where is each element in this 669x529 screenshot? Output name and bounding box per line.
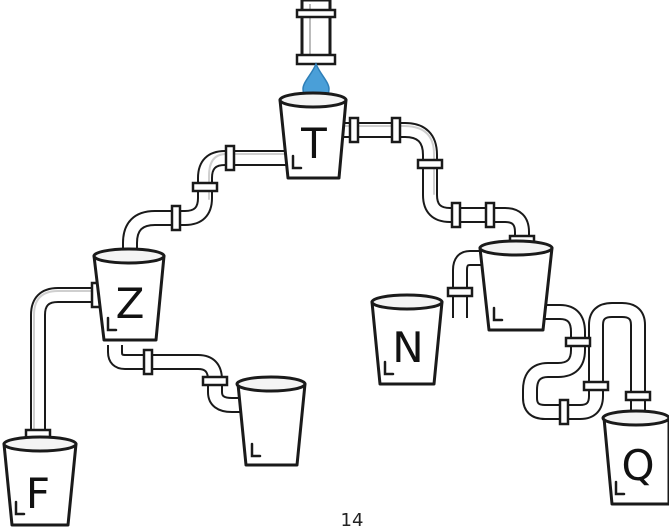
cup-t[interactable]: T [278, 91, 348, 180]
cup-f[interactable]: F [2, 435, 78, 527]
pipe-z-to-f [24, 281, 102, 440]
cup-label: N [392, 323, 423, 372]
cup-right-upper[interactable] [478, 239, 554, 332]
cup-label: Z [116, 279, 145, 328]
faucet-icon [295, 0, 337, 66]
cup-q[interactable]: Q [601, 409, 669, 506]
cup-middle-bottom[interactable] [235, 375, 307, 467]
cup-label: F [26, 469, 50, 518]
pipe-right-to-n [446, 250, 483, 318]
pipe-z-to-middle [107, 344, 244, 413]
cup-n[interactable]: N [370, 293, 444, 386]
pipe-t-to-z [122, 144, 290, 262]
cup-label: Q [621, 441, 654, 490]
pipe-t-to-right [343, 116, 536, 246]
page-number: 14 [341, 510, 364, 529]
cup-z[interactable]: Z [92, 247, 166, 342]
pipe-right-to-q [522, 302, 652, 426]
cup-label: T [300, 119, 327, 168]
